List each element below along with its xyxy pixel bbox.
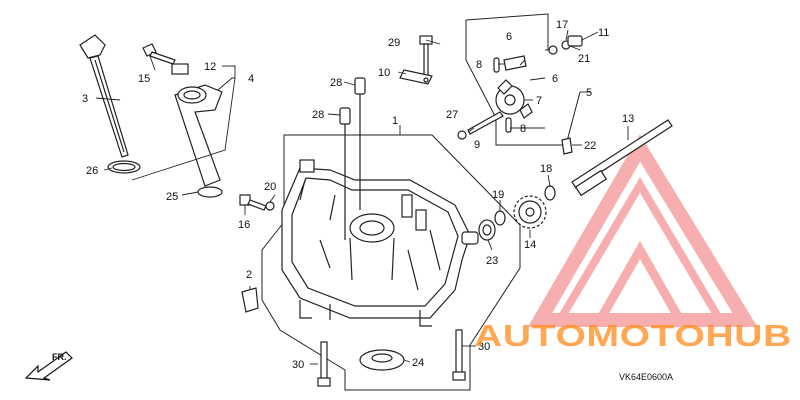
bolt-16 — [239, 194, 267, 211]
callout-7: 7 — [536, 95, 542, 107]
callout-27: 27 — [446, 109, 458, 121]
clip-22 — [561, 137, 573, 155]
dipstick-oring — [107, 160, 141, 174]
callout-6a: 6 — [506, 31, 512, 43]
callout-23: 23 — [486, 255, 498, 267]
callout-8b: 8 — [520, 123, 526, 135]
seal-24 — [359, 349, 405, 371]
callout-26: 26 — [86, 165, 98, 177]
callout-22: 22 — [584, 140, 596, 152]
leader-lines — [95, 29, 629, 365]
washer-18 — [544, 185, 556, 201]
callout-4: 4 — [248, 73, 254, 85]
callout-28b: 28 — [312, 109, 324, 121]
callout-21: 21 — [578, 53, 590, 65]
callout-11: 11 — [598, 27, 609, 39]
filler-oring — [197, 186, 223, 198]
callout-12: 12 — [204, 61, 216, 73]
callout-16: 16 — [238, 219, 250, 231]
callout-20: 20 — [264, 181, 276, 193]
breather-2 — [241, 287, 259, 313]
callout-15: 15 — [138, 73, 150, 85]
gear-14 — [513, 195, 547, 229]
callout-30a: 30 — [292, 359, 304, 371]
governor-weights — [495, 55, 533, 119]
callout-8a: 8 — [476, 59, 482, 71]
dipstick — [79, 34, 129, 158]
callout-19: 19 — [492, 189, 504, 201]
callout-14: 14 — [524, 239, 536, 251]
watermark-text: AUTOMOTOHUB — [474, 318, 792, 353]
governor-pins — [493, 57, 512, 133]
callout-17: 17 — [556, 19, 568, 31]
crankcase-body — [281, 159, 479, 327]
collar-12 — [171, 63, 189, 75]
bolt-30b — [452, 329, 466, 381]
washer-20 — [265, 201, 275, 211]
callout-6b: 6 — [552, 73, 558, 85]
bolt-15 — [142, 43, 176, 65]
callout-1: 1 — [392, 115, 398, 127]
callout-25: 25 — [166, 191, 178, 203]
pin-28b — [339, 107, 351, 240]
front-direction-label: FR. — [52, 352, 67, 362]
callout-2: 2 — [246, 269, 252, 281]
screw-11 — [567, 35, 583, 47]
watermark-logo — [527, 134, 758, 327]
bolt-30a — [317, 341, 331, 387]
watermark-brand-text: AUTOMOTOHUB — [474, 318, 792, 353]
callout-10: 10 — [378, 67, 390, 79]
callout-labels: 1 2 3 4 5 6 6 7 8 8 9 10 11 12 13 14 15 … — [82, 19, 634, 371]
washer-21 — [548, 40, 571, 55]
pin-28a — [354, 77, 366, 210]
front-arrow-icon — [24, 351, 73, 381]
governor-frame — [465, 13, 581, 146]
callout-30b: 30 — [478, 341, 490, 353]
seal-23 — [478, 219, 496, 241]
callout-28a: 28 — [330, 77, 342, 89]
washer-19 — [494, 210, 506, 226]
callout-9: 9 — [474, 139, 480, 151]
governor-shaft-9 — [457, 111, 504, 140]
oil-filler-tube — [174, 84, 223, 187]
callout-24: 24 — [412, 357, 424, 369]
callout-13: 13 — [622, 113, 634, 125]
callout-29: 29 — [388, 37, 400, 49]
clamp-10 — [399, 69, 433, 85]
diagram-code: VK64E0600A — [619, 372, 673, 382]
callout-3: 3 — [82, 93, 88, 105]
camshaft — [571, 119, 673, 197]
callout-5: 5 — [586, 87, 592, 99]
callout-18: 18 — [540, 163, 552, 175]
